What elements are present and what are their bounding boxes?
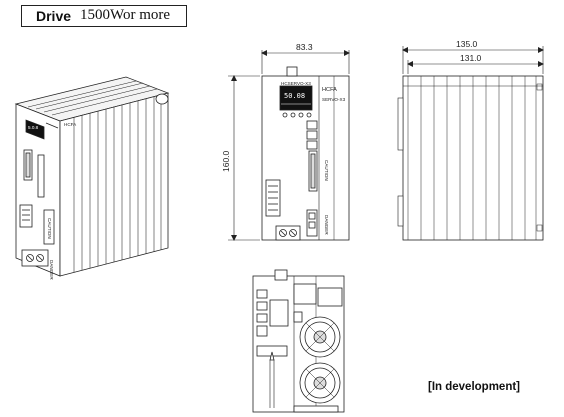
front-small-label: HCSERVO-X3 [281,81,311,86]
side-dimension-lines [402,46,544,74]
iso-display-readout: 5.0.8 [28,125,39,130]
development-status-note: [In development] [428,381,521,393]
front-view [261,66,350,241]
front-caution-label: CAUTION [324,160,329,181]
iso-brand-label: HCFA [64,122,77,127]
front-danger-label: DANGER [324,215,329,235]
front-model-label: SERVO-X3 [322,97,346,102]
front-display-readout: 50.08 [284,92,305,100]
bottom-view [252,269,345,413]
dim-side-depth-outer: 135.0 [456,39,478,49]
front-dimension-lines [228,50,350,241]
side-view [397,75,544,241]
iso-caution-label: CAUTION [47,218,52,239]
iso-danger-label: DANGER [49,260,54,280]
dim-side-depth-inner: 131.0 [460,53,482,63]
drive-label: Drive [36,8,72,24]
dim-height: 160.0 [221,150,231,172]
power-rating-label: 1500Wor more [80,7,171,23]
isometric-view [14,76,170,277]
title-box: Drive 1500Wor more [21,5,187,27]
front-brand-label: HCFA [322,87,337,93]
dim-front-width: 83.3 [296,42,313,52]
